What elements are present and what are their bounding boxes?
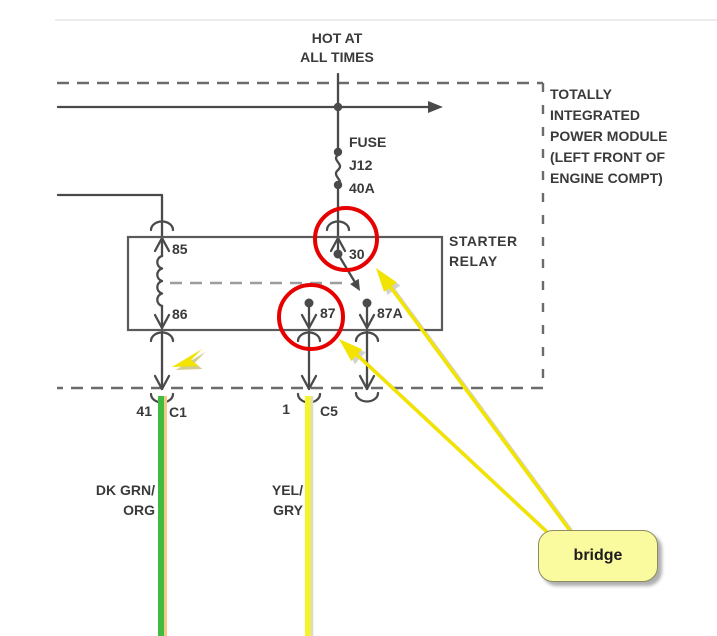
power-source-label: HOT AT ALL TIMES [287,29,387,67]
bridge-arrowhead-to-30 [376,268,397,292]
terminal-label-85: 85 [172,241,188,257]
connector-c1-label: C1 [169,404,187,420]
bus-junction-dot [333,102,343,112]
fuse-element [334,153,342,186]
fuse-bottom-dot [333,180,343,190]
module-label-line: TOTALLY [550,86,612,102]
wire-right-line2: GRY [273,502,303,518]
terminal-87-dot [304,298,314,308]
arrow-down-out-87a [358,374,376,391]
relay-coil [156,254,164,308]
wire-right-label: YEL/ GRY [228,480,303,520]
wire-left-line1: DK GRN/ [95,482,155,498]
relay-title-line1: STARTER [449,233,518,249]
relay-title: STARTER RELAY [449,231,518,271]
module-label-line: ENGINE COMPT) [550,170,663,186]
arrow-down-out-87 [300,374,318,391]
bridge-arrow-to-87 [353,351,549,534]
wire-left-line2: ORG [123,502,155,518]
wires [158,396,314,636]
power-source-line1: HOT AT [311,30,363,46]
module-label-line: POWER MODULE [550,128,668,144]
highlight-circle-terminal-87 [277,283,345,351]
module-boundary-dashed [57,81,545,390]
power-source-line2: ALL TIMES [300,49,374,65]
page-edge-line [55,19,717,21]
relay-box [126,235,444,332]
wire-right-line1: YEL/ [271,482,303,498]
fuse-name: FUSE [349,134,387,150]
connector-arc-85-top [149,220,175,232]
connector-c1-pin: 41 [136,403,152,419]
terminal-label-86: 86 [172,306,188,322]
highlight-circles [277,206,379,351]
arrow-down-87a [358,313,376,330]
arrow-down-87 [300,313,318,330]
fuse-id: J12 [349,157,373,173]
connector-arc-85-bottom [149,331,175,343]
bridge-arrow-to-30 [387,283,573,534]
connector-arc-87-bottom [296,331,322,343]
module-label-line: INTEGRATED [550,107,640,123]
highlight-circle-terminal-30 [313,206,379,272]
wire-left-label: DK GRN/ ORG [58,480,155,520]
circuit-lines [56,72,430,404]
connector-c5-pin: 1 [282,401,290,417]
switch-blade-arrowhead [350,278,360,291]
connector-c5-label: C5 [320,403,338,419]
connector-arc-87a-bottom [354,331,380,343]
arrow-down-out-85 [153,374,171,391]
relay-title-line2: RELAY [449,253,498,269]
module-label: TOTALLY INTEGRATED POWER MODULE (LEFT FR… [550,84,667,189]
bridge-arrowhead-to-87 [339,339,363,362]
terminal-label-87: 87 [320,305,336,321]
terminal-label-30: 30 [349,246,365,262]
fuse-label: FUSE J12 40A [349,131,386,200]
pointer-dart-icon [172,349,202,367]
terminal-label-87a: 87A [377,305,403,321]
terminal-87a-dot [362,298,372,308]
connector-cup-87a [354,391,380,403]
coil-branch-line [56,193,164,239]
power-bus-arrowhead [428,101,443,113]
annotation-arrows [172,268,573,534]
bridge-callout: bridge [538,530,658,582]
connector-arc-30-top [325,220,351,232]
arrow-down-86 [153,313,171,330]
junctions [304,101,443,308]
terminal-30-dot [333,249,343,259]
bridge-callout-text: bridge [573,547,623,564]
fuse-top-dot [333,147,343,157]
module-label-line: (LEFT FRONT OF [550,149,666,165]
fuse-rating: 40A [349,180,375,196]
